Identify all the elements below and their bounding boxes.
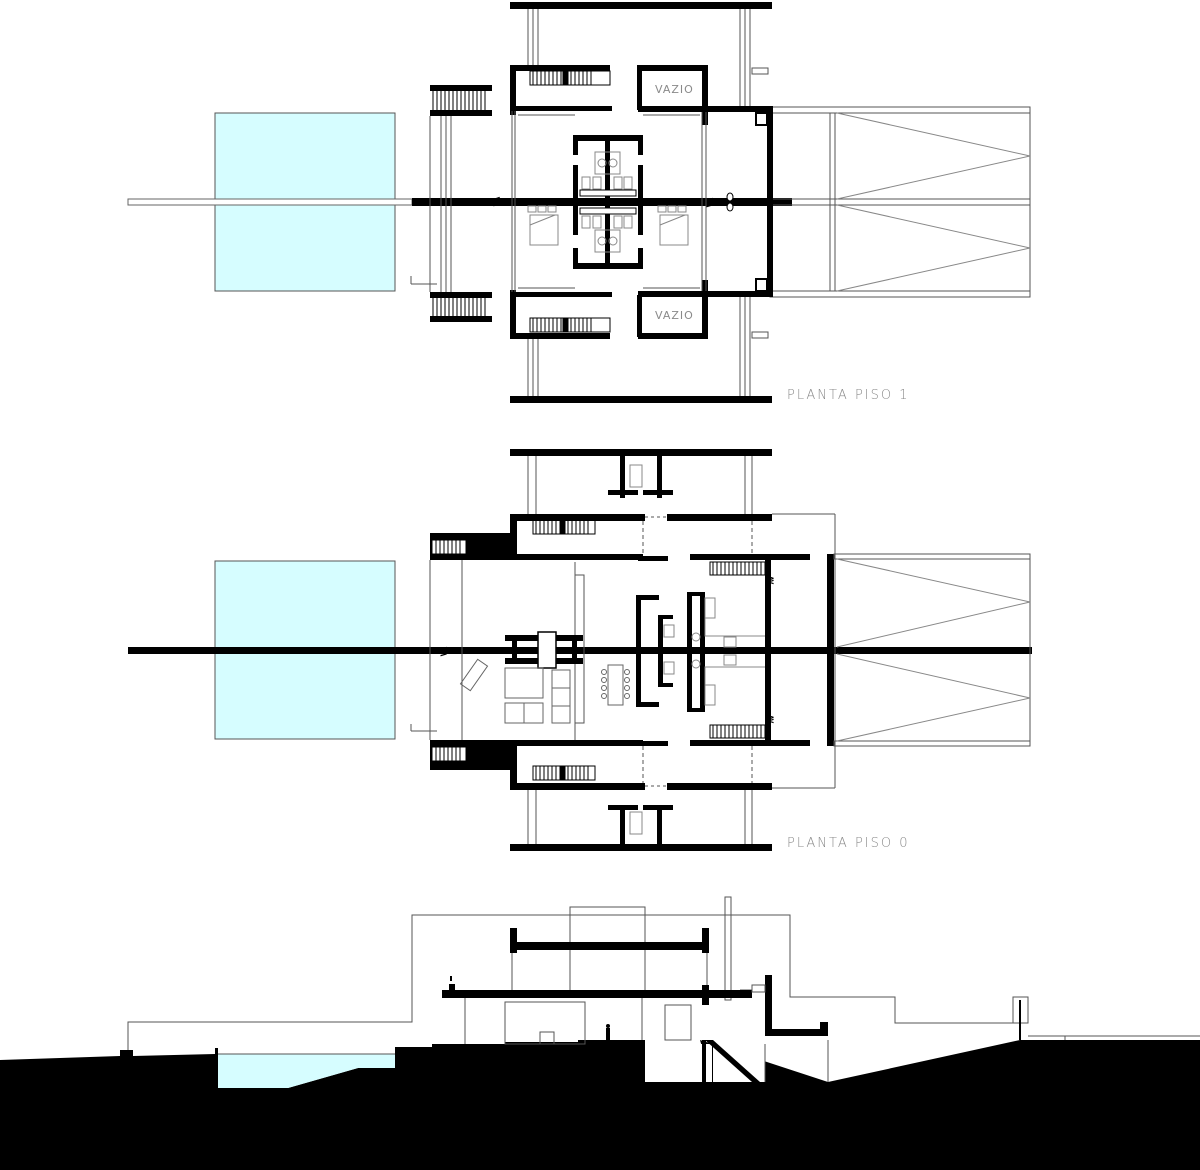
plan-title-floor-0: PLANTA PISO 0 (787, 836, 910, 851)
svg-text:≶: ≶ (493, 194, 500, 208)
sofa-side (551, 669, 571, 724)
terrain (0, 1040, 1200, 1170)
bed-right (659, 214, 689, 246)
left-terrace-floor-0: ≶ (410, 514, 585, 790)
svg-text:≷: ≷ (768, 714, 774, 725)
building-section (0, 896, 1200, 1170)
left-terrace-floor-1: ≶ (410, 85, 516, 322)
upper-slab (515, 942, 708, 950)
human-figure-scale (606, 1024, 610, 1040)
room-label-vazio-bottom: VAZIO (655, 309, 694, 322)
dining-table (607, 664, 624, 706)
plan-title-floor-1: PLANTA PISO 1 (787, 388, 910, 403)
carport-floor-1 (769, 106, 1031, 298)
plan-floor-0: ≶ (128, 449, 1032, 851)
rug (504, 667, 544, 699)
room-label-vazio-top: VAZIO (655, 83, 694, 96)
carport-floor-0 (833, 553, 1031, 747)
svg-text:≷: ≷ (768, 575, 774, 586)
living-room (459, 631, 630, 724)
lounge-chair (459, 658, 489, 692)
bathroom-core: ≶ (518, 112, 734, 291)
svg-text:≶: ≶ (440, 644, 447, 658)
stair-top (529, 70, 611, 86)
plan-floor-1: ≶ (127, 2, 1031, 403)
svg-text:≶: ≶ (706, 195, 713, 209)
pool-section (218, 1054, 395, 1088)
bed-left (529, 214, 559, 246)
main-slab (442, 990, 752, 998)
stair-bottom (529, 317, 611, 333)
kitchen-core: ≷ ≷ (636, 575, 774, 725)
